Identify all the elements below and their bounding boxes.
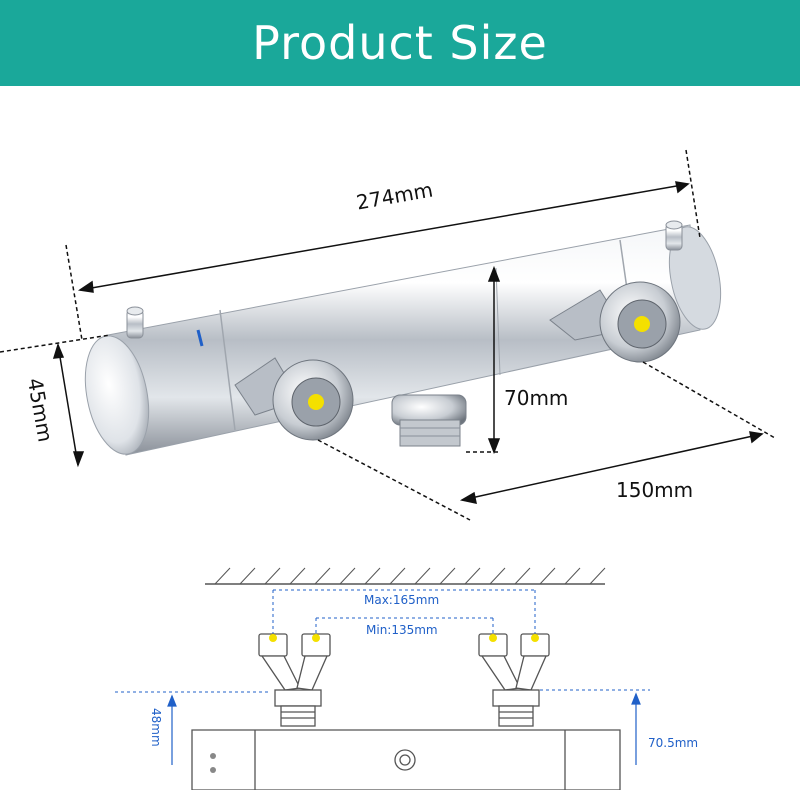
inlet-height-label: 48mm bbox=[149, 708, 163, 747]
temperature-mark-icon bbox=[196, 329, 204, 347]
left-inlet-icon bbox=[234, 357, 354, 441]
yellow-dot-icon bbox=[634, 316, 650, 332]
left-inlet-drawing bbox=[258, 633, 331, 727]
min-spacing-label: Min:135mm bbox=[366, 623, 438, 637]
total-height-label: 70.5mm bbox=[648, 736, 698, 750]
yellow-dot-icon bbox=[312, 634, 320, 642]
height-label: 70mm bbox=[504, 386, 569, 410]
yellow-dot-icon bbox=[269, 634, 277, 642]
right-inlet-icon bbox=[549, 281, 681, 363]
right-inlet-drawing bbox=[478, 633, 550, 727]
valve-body-drawing bbox=[191, 729, 621, 790]
max-spacing-label: Max:165mm bbox=[364, 593, 439, 607]
yellow-dot-icon bbox=[489, 634, 497, 642]
yellow-dot-icon bbox=[531, 634, 539, 642]
dimension-lines bbox=[0, 149, 776, 521]
title-banner: Product Size bbox=[0, 0, 800, 86]
spacing-dimensions bbox=[115, 589, 650, 693]
spacing-label: 150mm bbox=[616, 478, 694, 502]
yellow-dot-icon bbox=[308, 394, 324, 410]
top-knob-icon bbox=[126, 220, 683, 339]
page-title: Product Size bbox=[252, 16, 548, 70]
height-dimensions bbox=[167, 692, 641, 765]
outlet-connector-icon bbox=[391, 394, 467, 447]
wall-hatching bbox=[205, 567, 606, 585]
